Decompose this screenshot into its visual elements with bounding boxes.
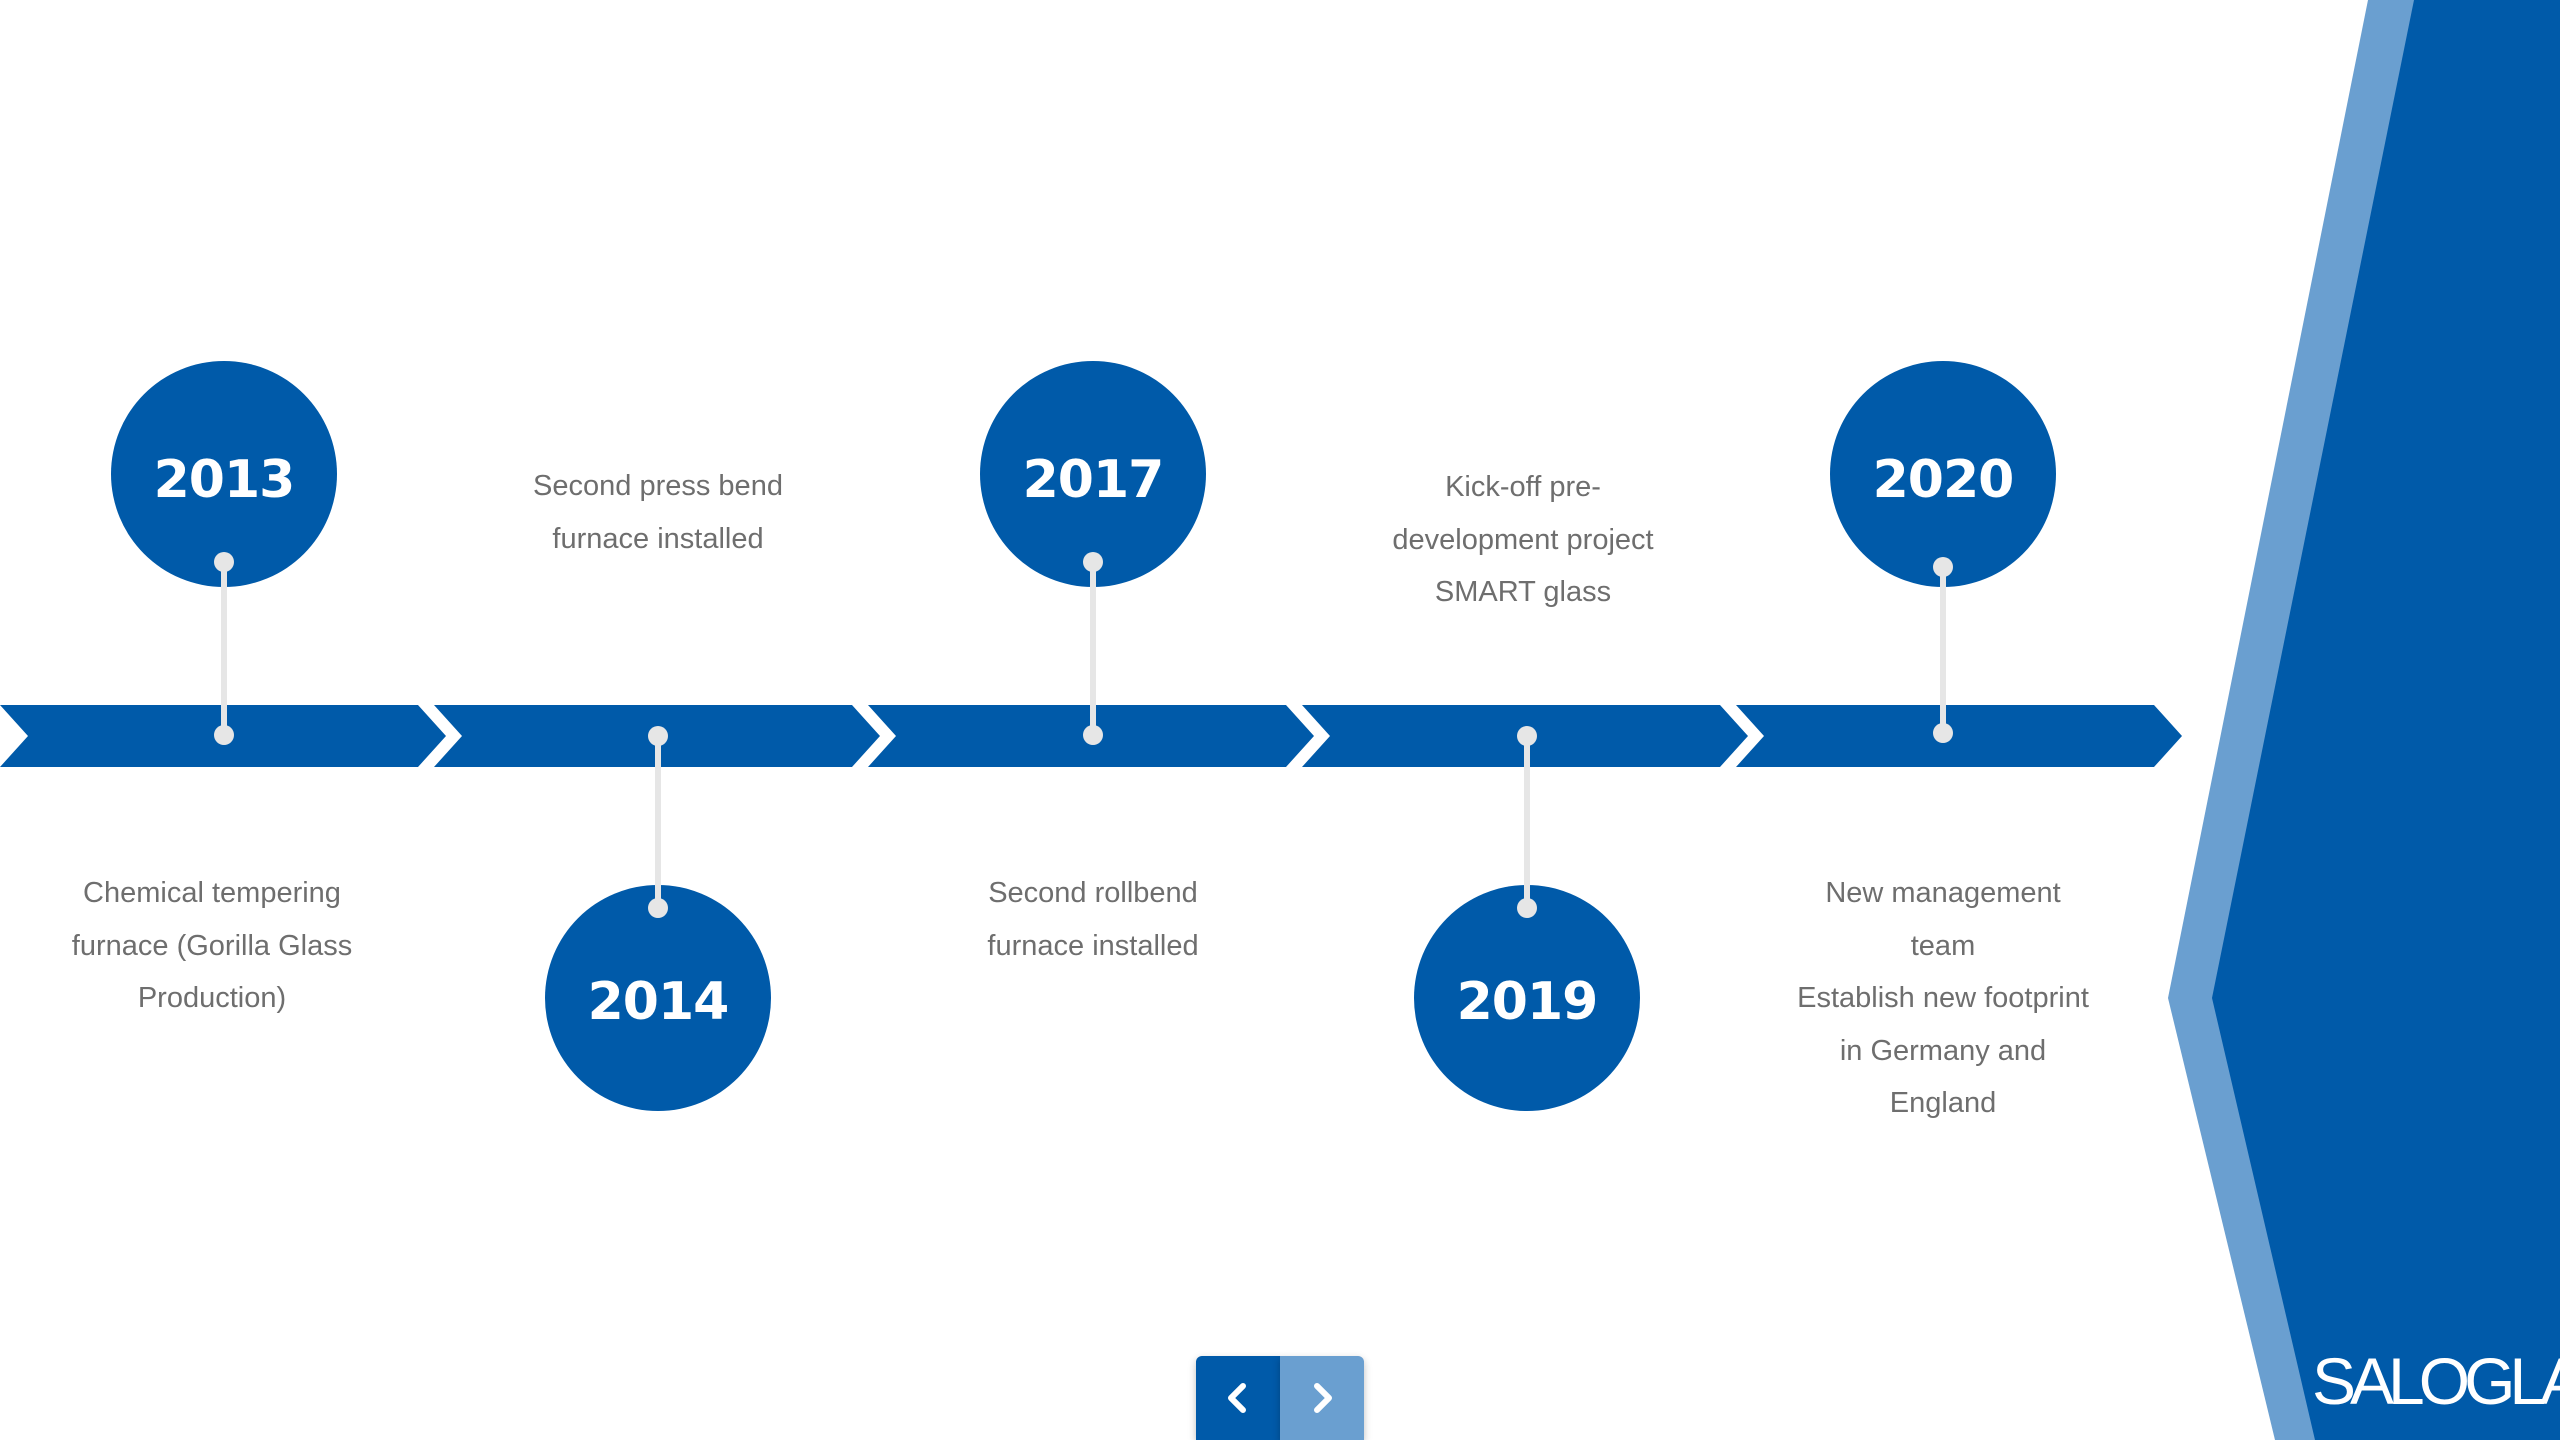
description-line: in Germany and (1839, 1034, 2047, 1067)
milestone-2019-description: Kick-off pre- development project SMART … (1343, 461, 1703, 619)
chevron-right-icon (1314, 1383, 1332, 1413)
milestone-year: 2014 (587, 972, 730, 1032)
saloglas-logo: SALOGLAS (2312, 1346, 2560, 1416)
description-line: development project (1392, 523, 1654, 556)
milestone-2020-description: New management team Establish new footpr… (1763, 867, 2123, 1130)
milestone-year: 2020 (1872, 450, 2015, 510)
next-slide-button[interactable] (1280, 1356, 1364, 1440)
description-line: New management (1825, 877, 2061, 909)
milestone-year: 2019 (1456, 972, 1599, 1032)
milestone-2017-circle: 2017 (980, 361, 1206, 587)
chevron-left-icon (1228, 1383, 1246, 1413)
description-line: England (1889, 1087, 1997, 1119)
description-line: furnace installed (552, 522, 764, 555)
right-panel-dark (2212, 0, 2560, 1440)
milestone-year: 2017 (1022, 450, 1165, 510)
description-line: team (1910, 929, 1976, 962)
milestone-2014-circle: 2014 (545, 885, 771, 1111)
milestone-2013-circle: 2013 (111, 361, 337, 587)
milestone-2014-description: Second press bend furnace installed (478, 460, 838, 565)
milestone-2020-circle: 2020 (1830, 361, 2056, 587)
timeline-arrow-segment-5 (1736, 705, 2182, 767)
description-line: Second press bend (533, 470, 783, 502)
milestone-year: 2013 (153, 450, 296, 510)
logo-text: SALOGLAS (2312, 1344, 2560, 1418)
milestone-2017-description: Second rollbend furnace installed (913, 867, 1273, 972)
description-line: furnace installed (987, 929, 1199, 962)
previous-slide-button[interactable] (1196, 1356, 1280, 1440)
description-line: Establish new footprint (1797, 982, 2089, 1014)
description-line: Production) (137, 982, 287, 1014)
description-line: SMART glass (1434, 576, 1612, 608)
description-line: Chemical tempering (83, 877, 341, 909)
description-line: furnace (Gorilla Glass (71, 929, 353, 962)
milestone-2019-circle: 2019 (1414, 885, 1640, 1111)
description-line: Second rollbend (988, 877, 1198, 909)
milestone-2013-description: Chemical tempering furnace (Gorilla Glas… (32, 867, 392, 1025)
description-line: Kick-off pre- (1445, 471, 1601, 503)
